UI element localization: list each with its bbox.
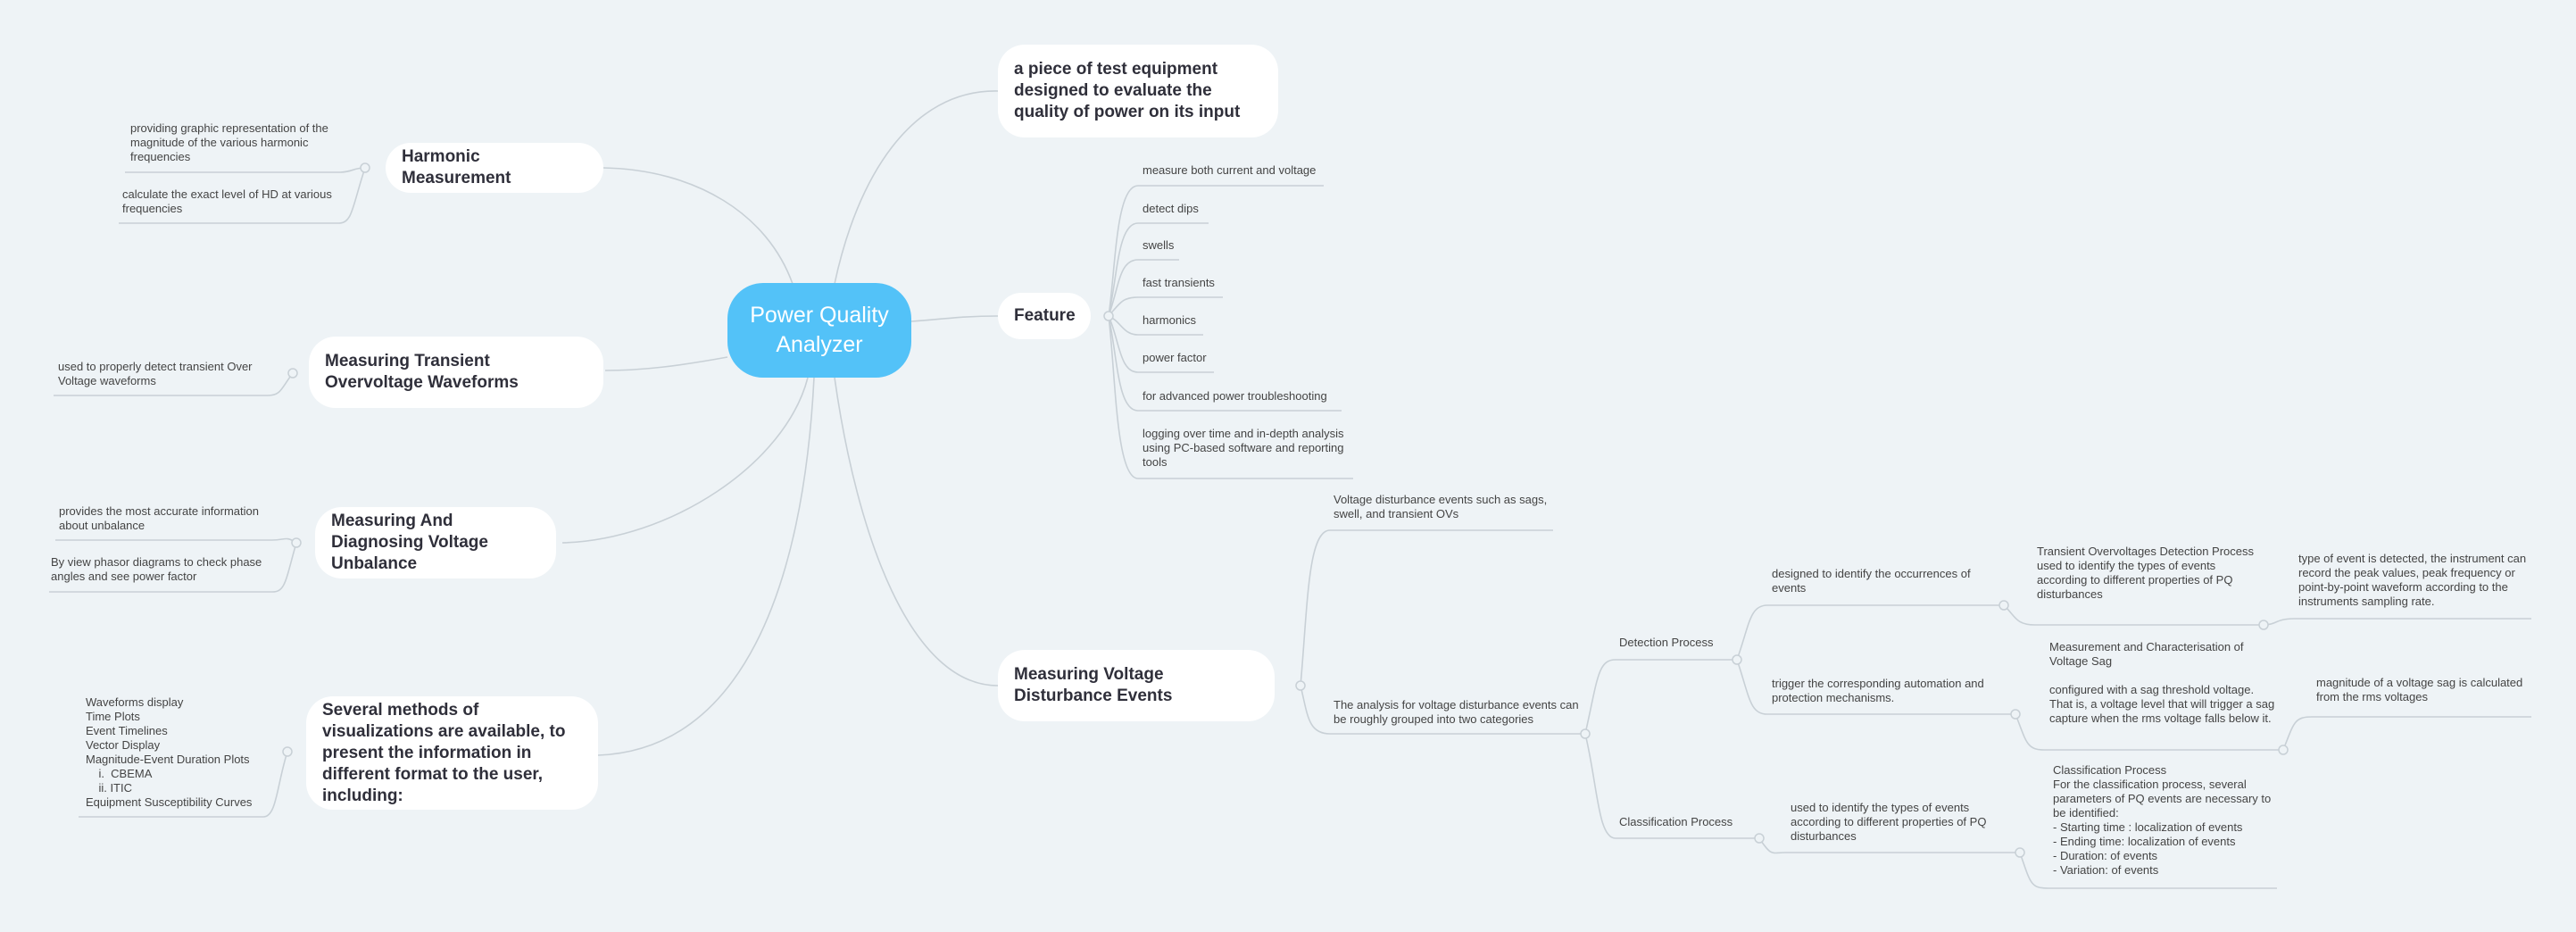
- branch-harmonic[interactable]: Harmonic Measurement: [386, 143, 603, 193]
- branch-definition[interactable]: a piece of test equipment designed to ev…: [998, 45, 1278, 137]
- detection-process[interactable]: Detection Process: [1619, 636, 1714, 649]
- harmonic-item[interactable]: calculate the exact level of HD at vario…: [122, 187, 332, 215]
- unbalance-item[interactable]: By view phasor diagrams to check phase a…: [51, 555, 262, 583]
- detection-trigger[interactable]: trigger the corresponding automation and…: [1772, 677, 1984, 704]
- feature-item[interactable]: swells: [1143, 238, 1175, 252]
- branch-unbalance[interactable]: Measuring And Diagnosing Voltage Unbalan…: [315, 507, 556, 578]
- branch-feature[interactable]: Feature: [998, 293, 1091, 339]
- classification-parameters[interactable]: Classification Process For the classific…: [2053, 763, 2272, 877]
- transient-peak-record[interactable]: type of event is detected, the instrumen…: [2298, 552, 2527, 608]
- feature-item[interactable]: detect dips: [1143, 202, 1199, 215]
- feature-item[interactable]: logging over time and in-depth analysis …: [1143, 427, 1344, 469]
- harmonic-item[interactable]: providing graphic representation of the …: [130, 121, 328, 163]
- unbalance-item[interactable]: provides the most accurate information a…: [59, 504, 259, 532]
- feature-item[interactable]: power factor: [1143, 351, 1207, 364]
- detection-identify[interactable]: designed to identify the occurrences of …: [1772, 567, 1971, 595]
- feature-item[interactable]: fast transients: [1143, 276, 1215, 289]
- feature-item[interactable]: for advanced power troubleshooting: [1143, 389, 1327, 403]
- classification-process[interactable]: Classification Process: [1619, 815, 1733, 828]
- disturbance-events[interactable]: Voltage disturbance events such as sags,…: [1334, 493, 1548, 520]
- transient-detection[interactable]: Transient Overvoltages Detection Process…: [2037, 545, 2255, 601]
- disturbance-analysis[interactable]: The analysis for voltage disturbance eve…: [1334, 698, 1579, 726]
- sag-characterisation[interactable]: Measurement and Characterisation of Volt…: [2049, 640, 2275, 725]
- feature-item[interactable]: measure both current and voltage: [1143, 163, 1317, 177]
- classification-identify[interactable]: used to identify the types of events acc…: [1791, 801, 1987, 843]
- feature-item[interactable]: harmonics: [1143, 313, 1196, 327]
- root-topic[interactable]: Power Quality Analyzer: [727, 283, 911, 378]
- branch-disturbance[interactable]: Measuring Voltage Disturbance Events: [998, 650, 1275, 721]
- feature-node-circle: [1103, 311, 1114, 321]
- sag-magnitude[interactable]: magnitude of a voltage sag is calculated…: [2316, 676, 2523, 703]
- transient-item[interactable]: used to properly detect transient Over V…: [58, 360, 253, 387]
- branch-transient[interactable]: Measuring Transient Overvoltage Waveform…: [309, 337, 603, 408]
- visualization-list[interactable]: Waveforms display Time Plots Event Timel…: [86, 695, 253, 809]
- branch-visualization[interactable]: Several methods of visualizations are av…: [306, 696, 598, 810]
